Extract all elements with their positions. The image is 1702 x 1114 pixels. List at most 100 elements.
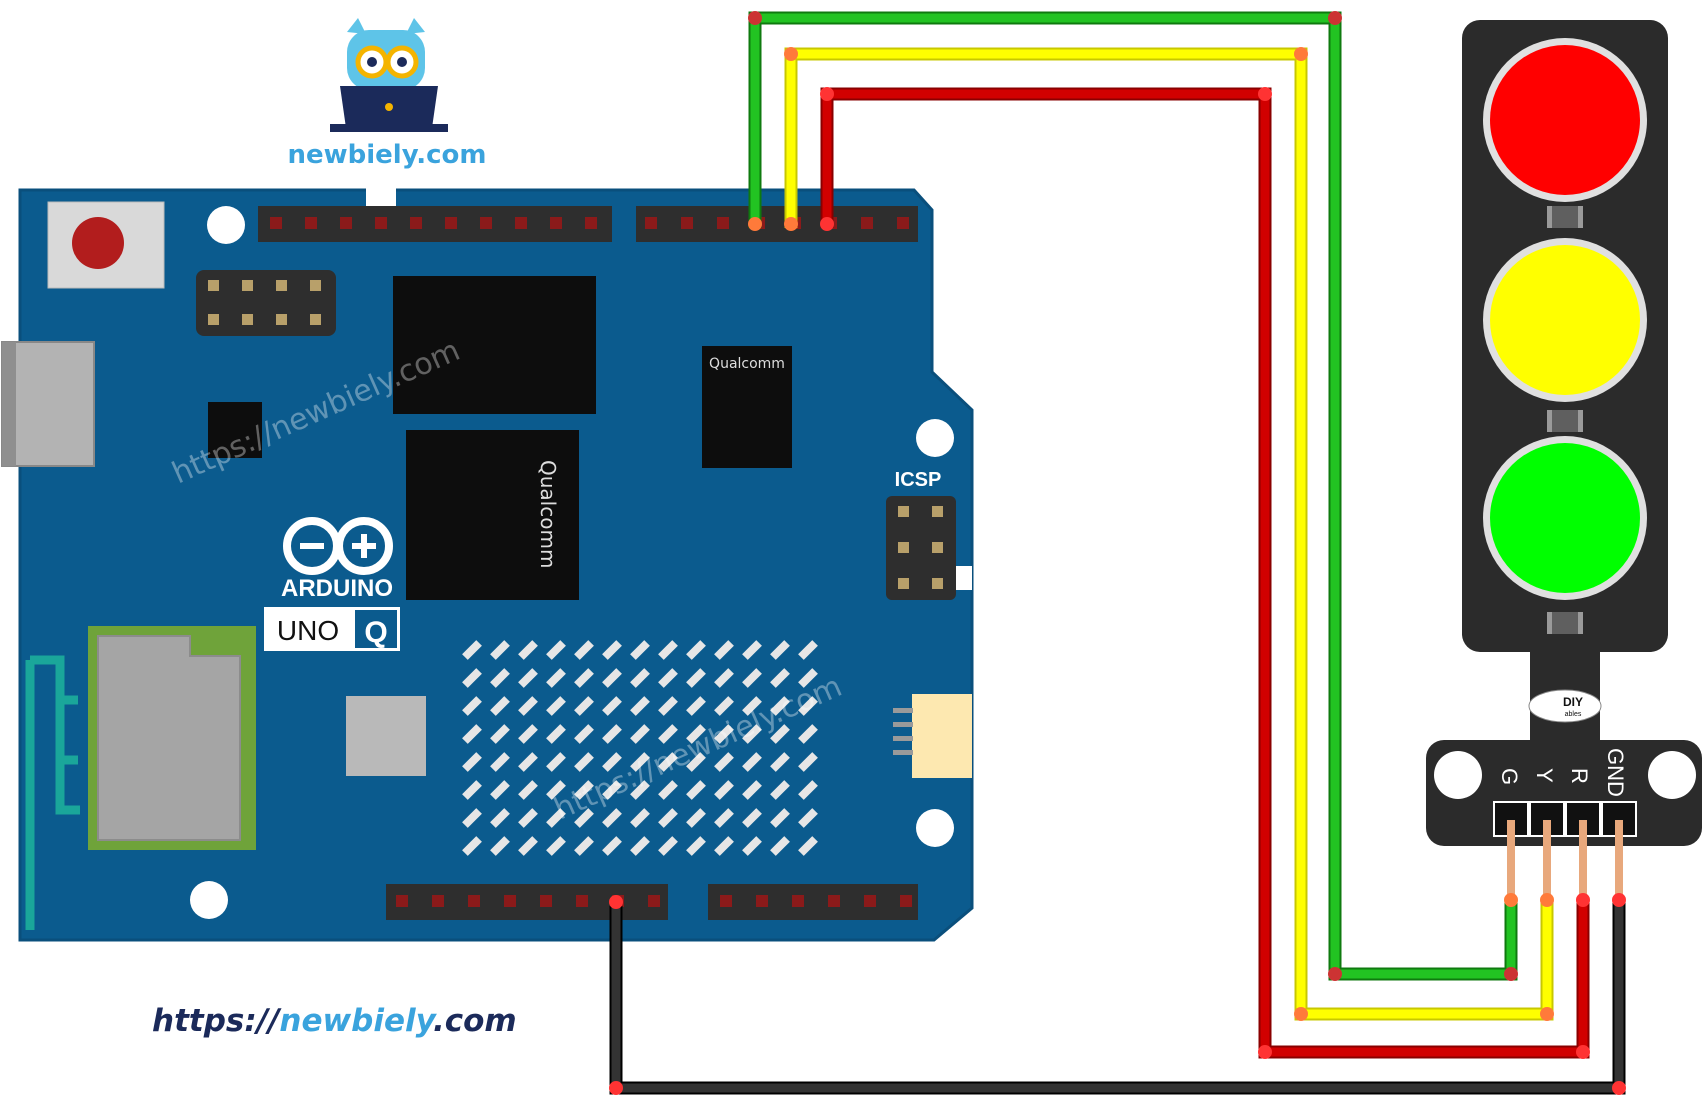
footer-url-tld: .com (433, 1003, 517, 1039)
led (658, 668, 678, 688)
led (574, 668, 594, 688)
led (742, 696, 762, 716)
chip-label: Qualcomm (536, 460, 560, 568)
led (770, 752, 790, 772)
diy-logo (1528, 689, 1602, 723)
logo-subtext: ables (1565, 711, 1582, 718)
led (462, 696, 482, 716)
led (686, 780, 706, 800)
wire-green (750, 13, 1516, 979)
led (742, 668, 762, 688)
chip-qualcomm-secondary (702, 346, 792, 468)
mount-hole (207, 206, 245, 244)
qwiic-connector (912, 694, 972, 778)
module-mount-hole (1434, 751, 1482, 799)
led (630, 836, 650, 856)
arduino-board: Qualcomm Qualcomm ICSP ARDUINO UNO Q (1, 188, 974, 942)
led (490, 696, 510, 716)
led (518, 780, 538, 800)
led (658, 724, 678, 744)
led (630, 808, 650, 828)
led (798, 724, 818, 744)
led (462, 724, 482, 744)
led (602, 808, 622, 828)
led (742, 752, 762, 772)
led (714, 808, 734, 828)
pin-label-y: Y (1532, 768, 1557, 783)
board-model-suffix: Q (364, 616, 387, 649)
led (630, 780, 650, 800)
led (574, 724, 594, 744)
led (602, 780, 622, 800)
led (546, 696, 566, 716)
led (546, 752, 566, 772)
led (574, 808, 594, 828)
led (770, 696, 790, 716)
led (546, 724, 566, 744)
pin-label-g: G (1497, 768, 1522, 785)
light-green (1490, 443, 1640, 593)
led (714, 668, 734, 688)
led (490, 752, 510, 772)
led (658, 752, 678, 772)
led (490, 836, 510, 856)
led (602, 640, 622, 660)
led (798, 640, 818, 660)
led (798, 752, 818, 772)
led (770, 780, 790, 800)
led (658, 696, 678, 716)
led (630, 640, 650, 660)
led (462, 640, 482, 660)
mount-hole (916, 419, 954, 457)
led (770, 836, 790, 856)
led (462, 752, 482, 772)
usb-connector (1, 341, 95, 467)
led (546, 640, 566, 660)
wire-red (822, 89, 1588, 1057)
chip-grey (346, 696, 426, 776)
led (798, 808, 818, 828)
led (686, 724, 706, 744)
led (518, 808, 538, 828)
brand-name: newbiely.com (287, 140, 486, 170)
mount-hole (916, 809, 954, 847)
footer-url[interactable]: https://newbiely.com (152, 1003, 517, 1039)
led (770, 724, 790, 744)
module-pin-header (1493, 801, 1637, 837)
led (714, 780, 734, 800)
led (770, 808, 790, 828)
led (714, 836, 734, 856)
led (574, 780, 594, 800)
led (462, 808, 482, 828)
led (518, 836, 538, 856)
module-mount-hole (1648, 751, 1696, 799)
led (686, 640, 706, 660)
led (490, 808, 510, 828)
arduino-logo (283, 517, 393, 575)
chip-small (208, 402, 262, 458)
led (602, 836, 622, 856)
led (714, 724, 734, 744)
logo-text: DIY (1563, 695, 1583, 709)
led-matrix (452, 632, 828, 872)
icsp-label: ICSP (895, 469, 942, 491)
led (630, 724, 650, 744)
led (714, 752, 734, 772)
mount-hole (190, 881, 228, 919)
led (686, 808, 706, 828)
board-model: UNO (277, 615, 339, 646)
led (798, 668, 818, 688)
led (574, 696, 594, 716)
wire-yellow (786, 49, 1552, 1019)
pin-label-gnd: GND (1603, 748, 1628, 797)
led (630, 668, 650, 688)
led (574, 640, 594, 660)
led (770, 640, 790, 660)
led (630, 696, 650, 716)
board-brand: ARDUINO (281, 575, 393, 602)
header-bottom-left (386, 884, 668, 920)
led (686, 668, 706, 688)
led (518, 752, 538, 772)
led (490, 640, 510, 660)
